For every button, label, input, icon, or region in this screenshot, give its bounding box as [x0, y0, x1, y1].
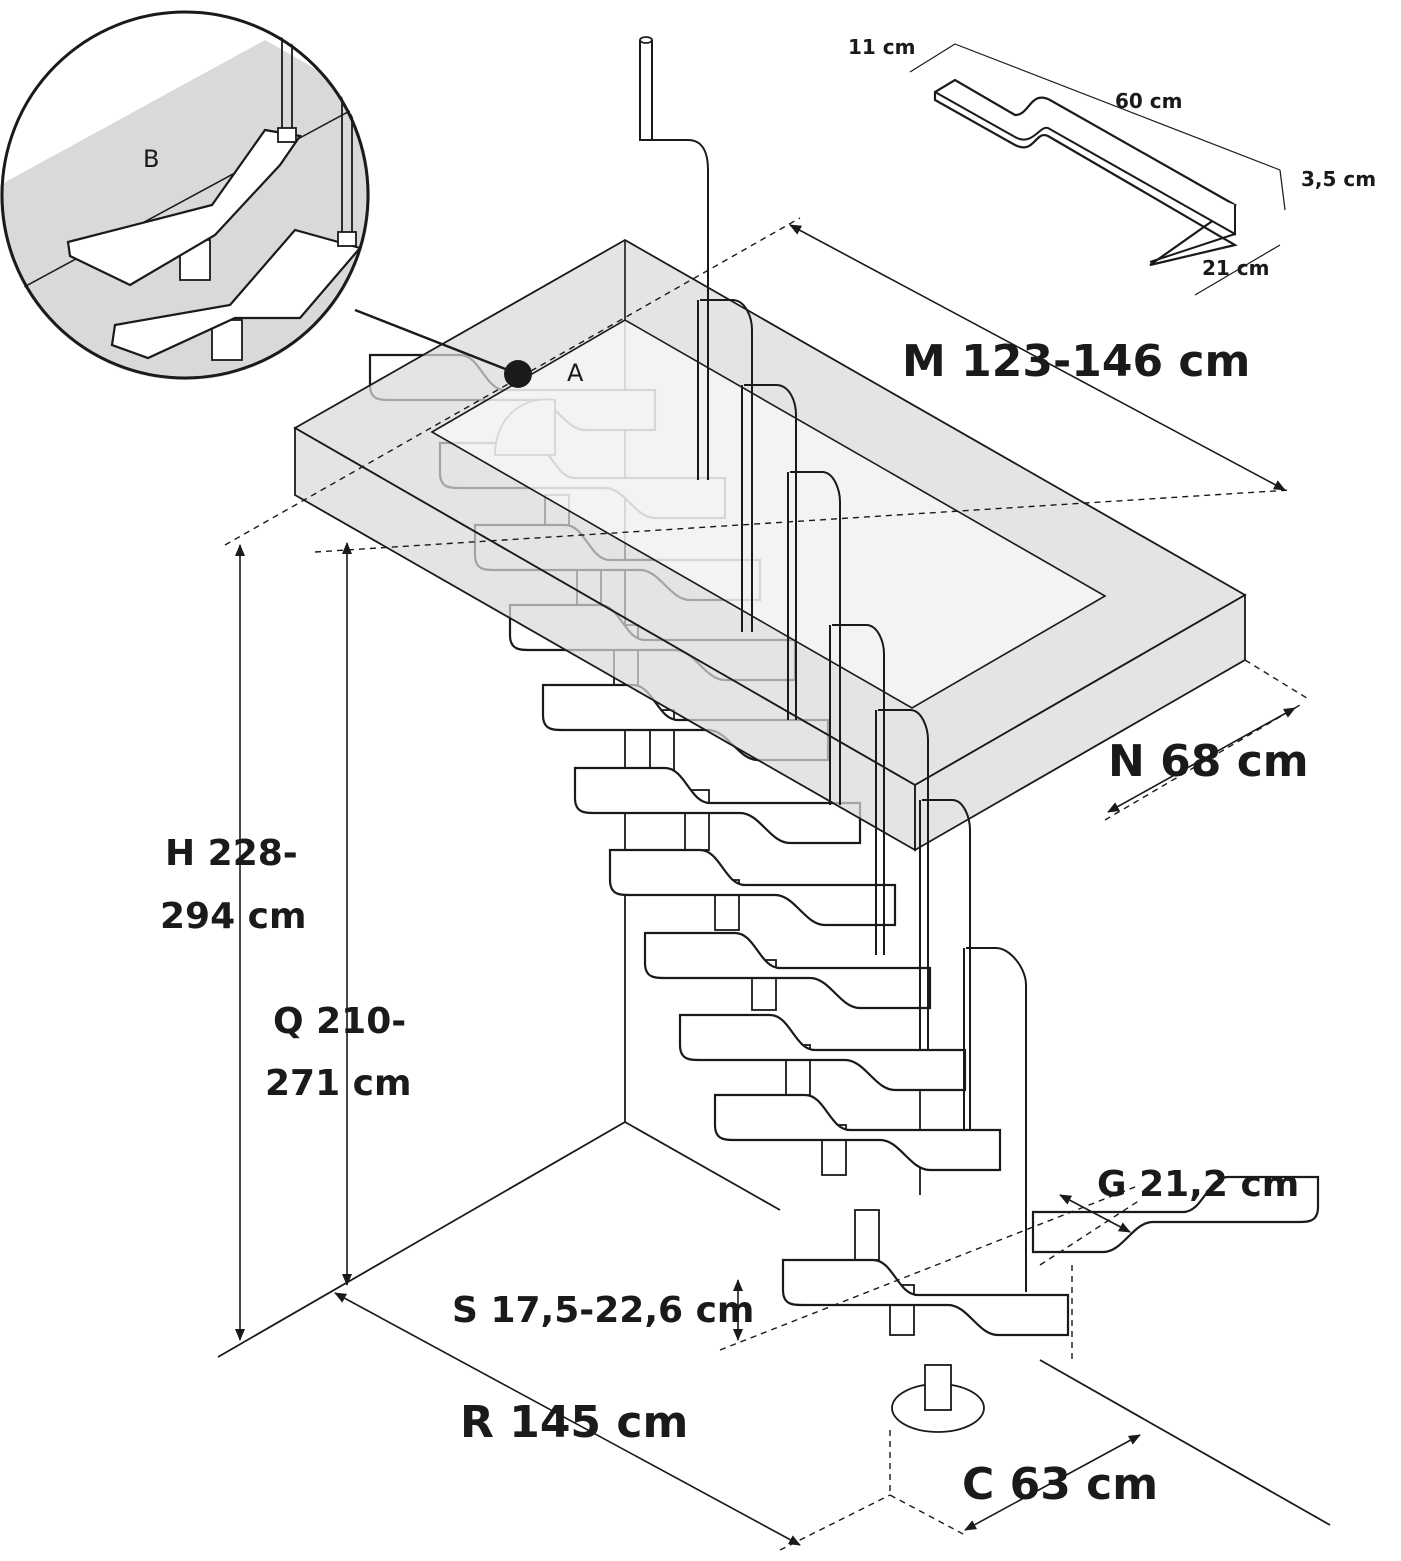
tread-depth-label: 21 cm: [1202, 256, 1270, 280]
column-base: [891, 1364, 985, 1433]
tread-4: [678, 1013, 967, 1092]
tread-thickness-label: 3,5 cm: [1301, 167, 1376, 191]
marker-a: A: [567, 359, 584, 387]
labels: B A 11 cm 60 cm 3,5 cm 21 cm M 123-146 c…: [143, 35, 1376, 1510]
dimension-c-label: C 63 cm: [962, 1459, 1158, 1510]
tread-5: [643, 931, 932, 1010]
detail-circle: [0, 10, 370, 380]
tread-6: [608, 848, 897, 927]
ceiling-slab: [293, 238, 1247, 852]
dimension-q-label-line2: 271 cm: [265, 1063, 412, 1104]
tread-length-label: 60 cm: [1115, 89, 1183, 113]
detail-anchor-dot: [504, 360, 532, 388]
tread-width-label: 11 cm: [848, 35, 916, 59]
dimension-h-label-line1: H 228-: [165, 833, 298, 874]
dimension-r-label: R 145 cm: [460, 1397, 688, 1448]
tread-detail: [909, 43, 1286, 296]
dimension-s-label: S 17,5-22,6 cm: [452, 1290, 754, 1331]
marker-b: B: [143, 145, 159, 173]
handrail: [639, 36, 1027, 1292]
detail-leader: [354, 308, 532, 388]
dimension-q-label-line1: Q 210-: [273, 1001, 406, 1042]
dimension-n-label: N 68 cm: [1108, 736, 1309, 787]
dimension-h-label-line2: 294 cm: [160, 896, 307, 937]
dimension-g-label: G 21,2 cm: [1097, 1164, 1299, 1205]
dimension-m-label: M 123-146 cm: [902, 336, 1250, 387]
tread-3: [713, 1093, 1002, 1172]
dimension-lines: [235, 224, 1296, 1546]
